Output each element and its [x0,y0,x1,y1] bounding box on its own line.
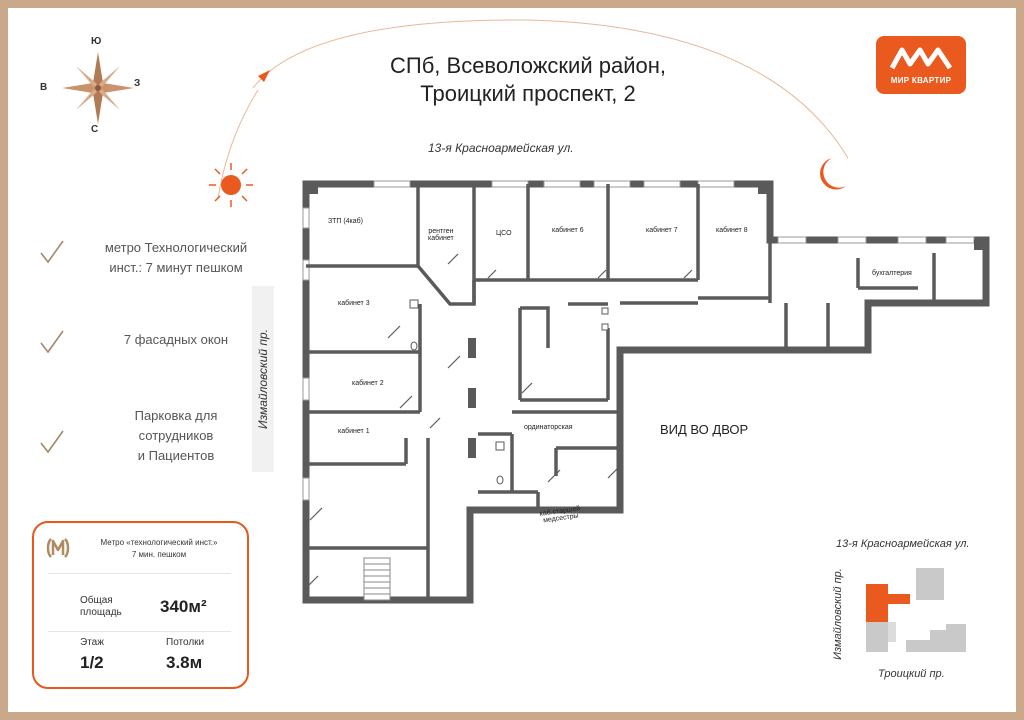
compass-east-label: З [134,78,141,89]
mir-kvartir-logo: МИР КВАРТИР [876,36,966,94]
room-label-ztp: ЗТП (4каб) [328,218,363,225]
feature-parking-text: Парковка для сотрудников и Пациентов [96,406,256,466]
street-left-strip [252,286,274,472]
sun-path [217,19,849,199]
minimap [848,564,988,664]
checkmark-icon [40,330,64,354]
card-area-label-1: Общая [80,595,113,606]
floor-plan [302,180,990,604]
feature-windows-line-1: 7 фасадных окон [123,332,229,347]
logo-text: МИР КВАРТИР [890,76,952,85]
room-label-kab6: кабинет 6 [552,227,584,234]
compass: Ю В З С [40,36,148,136]
minimap-bottom-street: Троицкий пр. [878,668,945,680]
card-floor-label: Этаж [80,637,104,648]
room-label-rentgen-1: рентген [428,228,454,235]
feature-parking-line-2: сотрудников [138,428,214,443]
card-divider [48,631,231,632]
info-card: Метро «технологический инст.» 7 мин. пеш… [32,521,249,689]
minimap-left-street: Измайловский пр. [832,568,844,660]
feature-metro-line-1: метро Технологический [104,240,248,255]
plan-sheet: Ю В З С СПб, Всеволожский район, Троицки… [8,8,1016,712]
card-area-value: 340м² [160,597,207,616]
card-ceiling-value: 3.8м [166,653,203,672]
room-label-kab1: кабинет 1 [338,428,370,435]
card-divider [48,573,231,574]
card-area-label-2: площадь [80,607,122,618]
card-ceiling-label: Потолки [166,637,205,648]
yard-label: ВИД ВО ДВОР [660,422,749,437]
card-metro-line-1: Метро «технологический инст.» [100,538,218,547]
metro-icon [46,538,70,558]
feature-windows: 7 фасадных окон [38,328,248,368]
feature-metro-line-2: инст.: 7 минут пешком [109,260,243,275]
feature-parking: Парковка для сотрудников и Пациентов [38,406,248,476]
room-label-kab7: кабинет 7 [646,227,678,234]
page-title: СПб, Всеволожский район, Троицкий проспе… [328,52,728,108]
compass-west-label: В [40,82,48,93]
room-label-kab3: кабинет 3 [338,300,370,307]
title-line-1: СПб, Всеволожский район, [390,53,666,78]
checkmark-icon [40,430,64,454]
room-label-rentgen: рентген кабинет [428,228,454,242]
card-floor-value: 1/2 [80,653,104,672]
room-label-buh: бухгалтерия [872,270,912,277]
card-metro-line-2: 7 мин. пешком [131,550,187,559]
feature-parking-line-1: Парковка для [134,408,218,423]
room-label-kab8: кабинет 8 [716,227,748,234]
moon-icon [820,158,846,190]
feature-metro-text: метро Технологический инст.: 7 минут пеш… [96,238,256,278]
arrow-icon [258,70,270,82]
compass-north-label: Ю [91,36,102,47]
sun-icon [209,163,253,207]
compass-south-label: С [91,124,99,135]
room-label-rentgen-2: кабинет [428,235,454,242]
room-label-kab2: кабинет 2 [352,380,384,387]
checkmark-icon [40,240,64,264]
room-label-ordinator: ординаторская [524,424,573,431]
minimap-top-street: 13-я Красноармейская ул. [836,538,970,550]
logo-mark-icon [889,47,953,70]
feature-parking-line-3: и Пациентов [137,448,215,463]
street-top-label: 13-я Красноармейская ул. [428,141,574,155]
room-label-cso: ЦСО [496,230,512,237]
feature-metro: метро Технологический инст.: 7 минут пеш… [38,238,248,288]
compass-rose-icon [62,52,134,124]
title-line-2: Троицкий проспект, 2 [420,81,636,106]
